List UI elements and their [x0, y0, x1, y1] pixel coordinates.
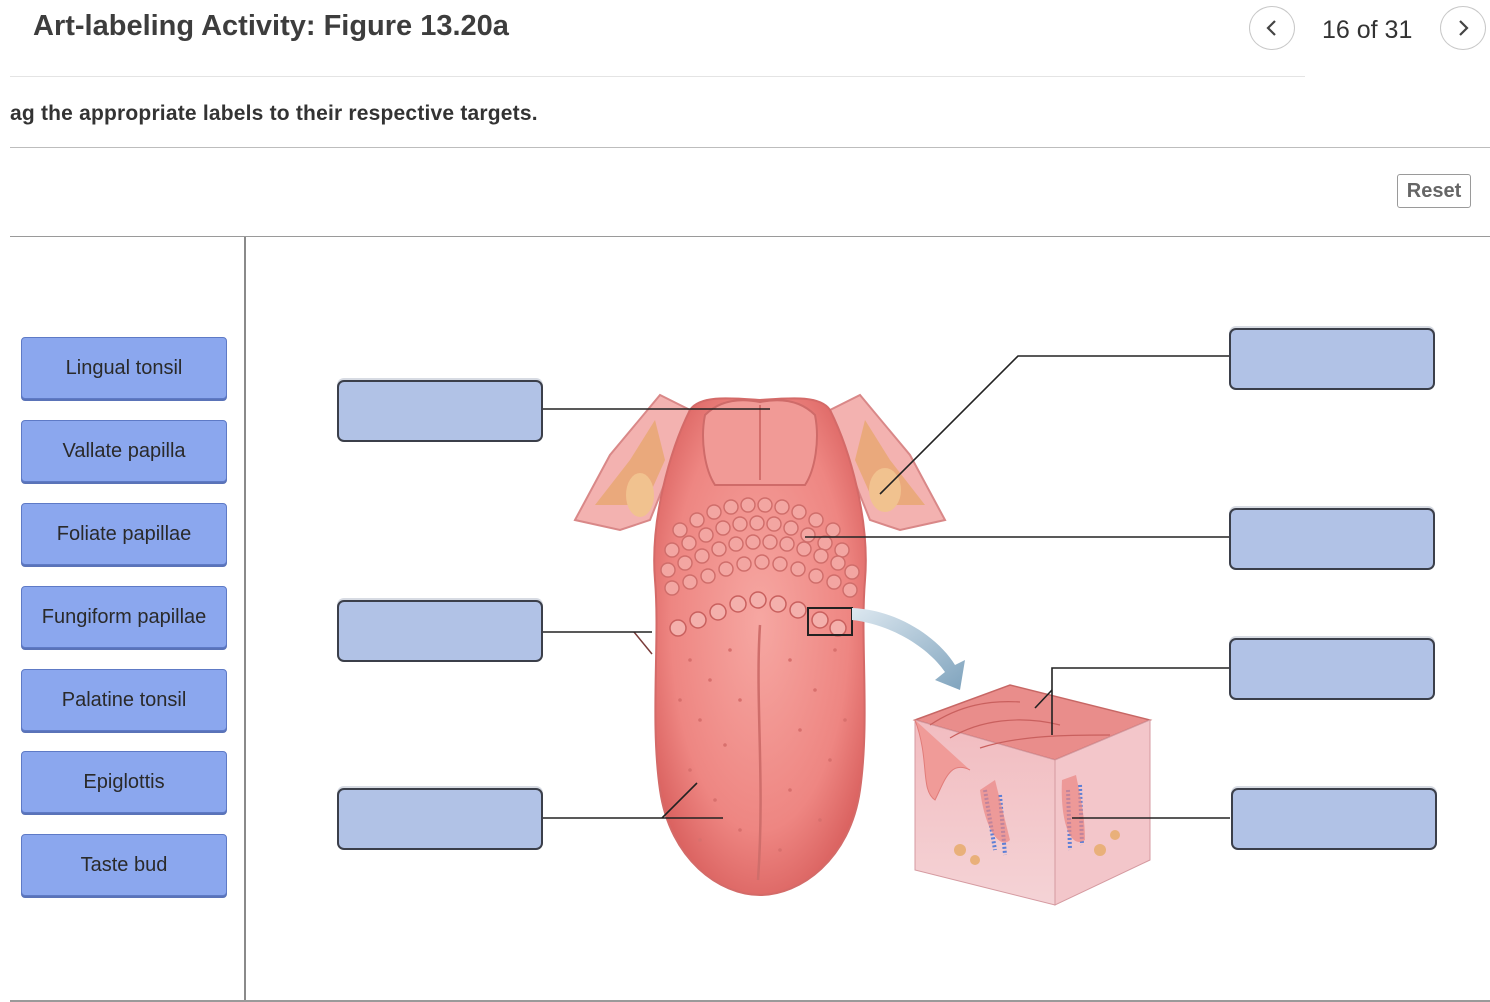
- lingual-tonsil-bumps: [660, 497, 860, 598]
- label-bank-divider: [244, 237, 246, 1002]
- instructions-divider: [10, 147, 1490, 148]
- fungiform-dots: [678, 648, 847, 852]
- magnify-arrow: [852, 608, 965, 690]
- chevron-right-icon: [1459, 20, 1469, 36]
- label-foliate-papillae[interactable]: Foliate papillae: [21, 503, 227, 565]
- header-divider: [10, 76, 1305, 77]
- drop-target-left-bottom[interactable]: [337, 788, 543, 850]
- label-fungiform-papillae[interactable]: Fungiform papillae: [21, 586, 227, 648]
- palatine-tonsil-right: [828, 393, 947, 532]
- drop-target-right-bottom[interactable]: [1231, 788, 1437, 850]
- palatine-tonsil-left: [573, 393, 692, 532]
- tongue-body: [653, 397, 867, 897]
- label-palatine-tonsil[interactable]: Palatine tonsil: [21, 669, 227, 731]
- epiglottis: [702, 399, 818, 486]
- page-title: Art-labeling Activity: Figure 13.20a: [33, 10, 509, 42]
- drop-target-epiglottis-area[interactable]: [337, 380, 543, 442]
- drop-target-right-upper-middle[interactable]: [1229, 508, 1435, 570]
- leader-lines: [543, 355, 1230, 819]
- next-button[interactable]: [1440, 6, 1486, 50]
- chevron-left-icon: [1266, 20, 1276, 36]
- workspace-bottom-border: [10, 1000, 1490, 1002]
- question-counter: 16 of 31: [1322, 16, 1413, 44]
- reset-button[interactable]: Reset: [1397, 174, 1471, 208]
- label-lingual-tonsil[interactable]: Lingual tonsil: [21, 337, 227, 399]
- label-vallate-papilla[interactable]: Vallate papilla: [21, 420, 227, 482]
- label-epiglottis[interactable]: Epiglottis: [21, 751, 227, 813]
- drop-target-right-lower-middle[interactable]: [1229, 638, 1435, 700]
- drop-target-right-top[interactable]: [1229, 328, 1435, 390]
- workspace-top-border: [10, 236, 1490, 237]
- label-taste-bud[interactable]: Taste bud: [21, 834, 227, 896]
- previous-button[interactable]: [1249, 6, 1295, 50]
- vallate-papillae: [669, 591, 847, 637]
- drop-target-left-middle[interactable]: [337, 600, 543, 662]
- tissue-block: [912, 684, 1153, 906]
- magnify-box: [807, 607, 853, 636]
- instructions-text: ag the appropriate labels to their respe…: [10, 102, 538, 125]
